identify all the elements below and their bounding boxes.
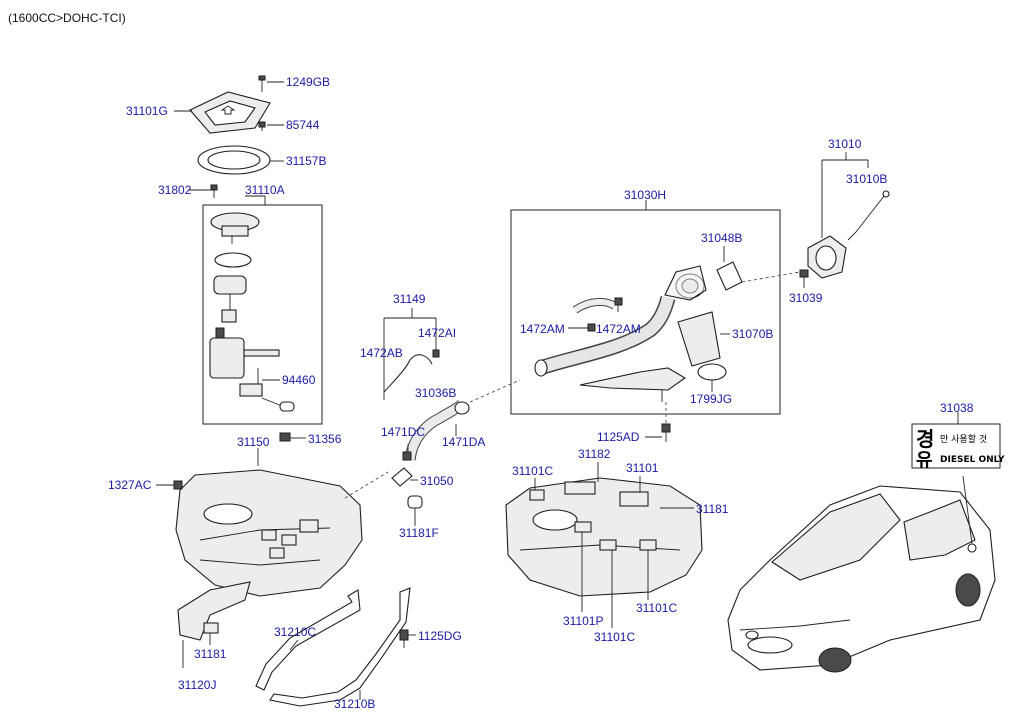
bracket-lower[interactable] <box>579 367 687 402</box>
filler-neck-box-31030H <box>510 209 781 415</box>
valve-31050[interactable] <box>391 467 413 487</box>
label-31120J[interactable]: 31120J <box>178 678 216 692</box>
bracket-31070B[interactable] <box>677 311 721 367</box>
label-31157B[interactable]: 31157B <box>286 154 326 168</box>
screw-31039[interactable] <box>799 269 809 278</box>
label-1472AM-b[interactable]: 1472AM <box>596 322 641 336</box>
sticker-glyph-top: 경 <box>916 427 934 451</box>
label-1472AI[interactable]: 1472AI <box>418 326 456 340</box>
label-31101[interactable]: 31101 <box>626 461 659 475</box>
label-31101C-a[interactable]: 31101C <box>512 464 553 478</box>
label-31030H[interactable]: 31030H <box>624 188 666 202</box>
clamp-1471DC[interactable] <box>402 451 412 461</box>
sticker-line1: 만 사용할 것 <box>940 434 987 445</box>
label-1472AB[interactable]: 1472AB <box>360 346 403 360</box>
tank-strap-31210B[interactable] <box>269 587 411 707</box>
label-1249GB[interactable]: 1249GB <box>286 75 330 89</box>
label-1125DG[interactable]: 1125DG <box>418 629 462 643</box>
screw-31802[interactable] <box>210 184 218 198</box>
label-94460[interactable]: 94460 <box>282 373 316 387</box>
pump-o-ring[interactable] <box>214 252 252 268</box>
bolt-1125DG[interactable] <box>399 629 409 648</box>
label-31181-right[interactable]: 31181 <box>696 502 729 516</box>
diesel-only-sticker-31038[interactable]: 경 유 만 사용할 것 DIESEL ONLY <box>911 423 1005 471</box>
nut-1327AC[interactable] <box>173 480 183 490</box>
filler-neck-pipe[interactable] <box>534 265 707 377</box>
fuel-sender-94460[interactable] <box>239 368 295 412</box>
label-31036B[interactable]: 31036B <box>415 386 456 400</box>
label-31038[interactable]: 31038 <box>940 401 974 415</box>
fuel-door-cable-31010B[interactable] <box>847 190 890 241</box>
label-31101P[interactable]: 31101P <box>563 614 603 628</box>
clamp-1472AM-b[interactable] <box>614 297 623 306</box>
label-31210C[interactable]: 31210C <box>274 625 316 639</box>
label-31039[interactable]: 31039 <box>789 291 823 305</box>
pump-assembly-box-31110A <box>202 204 323 425</box>
bolt-1125AD[interactable] <box>661 423 671 442</box>
label-31010B[interactable]: 31010B <box>846 172 887 186</box>
fuel-tank-31150[interactable] <box>175 469 363 597</box>
bolt-1249GB[interactable] <box>258 75 266 92</box>
label-31210B[interactable]: 31210B <box>334 697 375 711</box>
gasket-31048B[interactable] <box>716 261 743 291</box>
label-1327AC[interactable]: 1327AC <box>108 478 152 492</box>
gasket-ring-31157B[interactable] <box>197 145 271 175</box>
fuel-door-housing-31010[interactable] <box>807 235 847 279</box>
label-31356[interactable]: 31356 <box>308 432 342 446</box>
tank-strap-31210C[interactable] <box>255 589 361 691</box>
label-31101G[interactable]: 31101G <box>126 104 168 118</box>
cap-31181F[interactable] <box>407 495 423 509</box>
pump-cover-plate-31101G[interactable] <box>189 91 271 134</box>
fuel-tank-31101[interactable] <box>505 477 703 597</box>
label-1799JG[interactable]: 1799JG <box>690 392 732 406</box>
pump-filter-cap[interactable] <box>213 275 247 323</box>
label-31050[interactable]: 31050 <box>420 474 454 488</box>
label-31070B[interactable]: 31070B <box>732 327 773 341</box>
clamp-1472AM-a[interactable] <box>587 323 596 332</box>
label-31101C-c[interactable]: 31101C <box>636 601 677 615</box>
label-31048B[interactable]: 31048B <box>701 231 742 245</box>
label-31181-left[interactable]: 31181 <box>194 647 227 661</box>
label-31150[interactable]: 31150 <box>237 435 270 449</box>
heat-protector-31120J[interactable] <box>177 581 251 641</box>
pump-module-body[interactable] <box>209 327 280 379</box>
label-31181F[interactable]: 31181F <box>399 526 439 540</box>
label-1125AD[interactable]: 1125AD <box>597 430 640 444</box>
sticker-line2: DIESEL ONLY <box>940 455 1005 465</box>
pump-flange[interactable] <box>210 212 260 244</box>
screw-85744[interactable] <box>258 121 266 131</box>
label-31182[interactable]: 31182 <box>578 447 611 461</box>
label-31110A[interactable]: 31110A <box>245 183 285 197</box>
label-1472AM-a[interactable]: 1472AM <box>520 322 565 336</box>
car-hatchback <box>727 485 996 673</box>
label-85744[interactable]: 85744 <box>286 118 320 132</box>
label-1471DC[interactable]: 1471DC <box>381 425 425 439</box>
clamp-1471DA[interactable] <box>454 401 470 415</box>
breather-hose-31149[interactable] <box>383 354 433 393</box>
engine-spec-header: (1600CC>DOHC-TCI) <box>8 11 126 25</box>
label-31802[interactable]: 31802 <box>158 183 192 197</box>
label-31101C-b[interactable]: 31101C <box>594 630 635 644</box>
label-31149[interactable]: 31149 <box>393 292 426 306</box>
label-1471DA[interactable]: 1471DA <box>442 435 485 449</box>
clip-31356[interactable] <box>279 432 291 442</box>
label-31010[interactable]: 31010 <box>828 137 862 151</box>
sticker-glyph-bottom: 유 <box>916 450 933 471</box>
gasket-1799JG[interactable] <box>697 363 727 381</box>
clamp-1472AI[interactable] <box>432 349 440 358</box>
